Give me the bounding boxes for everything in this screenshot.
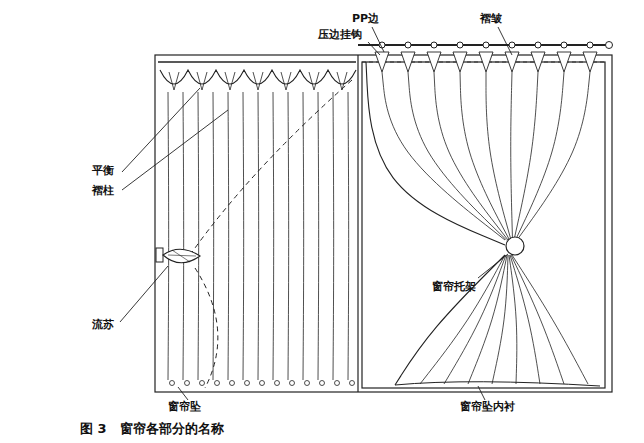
part-label: 平衡	[92, 164, 114, 177]
curtain-weight	[260, 381, 265, 386]
drape-dashed-line	[190, 80, 352, 388]
leader-line	[178, 387, 188, 400]
tassel	[163, 249, 200, 263]
curtain-edge	[366, 62, 505, 245]
curtain-fold	[198, 92, 200, 380]
pinch-pleat	[453, 52, 467, 72]
curtain-weight	[215, 381, 220, 386]
frame-divider	[357, 55, 358, 392]
curtain-weight	[320, 381, 325, 386]
curtain-ring	[587, 42, 593, 48]
curtain-fold	[512, 255, 588, 384]
tassel-holder	[156, 248, 163, 262]
curtain-fold	[288, 92, 290, 380]
curtain-weight	[275, 381, 280, 386]
tieback-holder	[506, 237, 524, 255]
curtain-fold	[382, 72, 505, 240]
curtain-rod	[158, 61, 356, 63]
curtain-fold	[243, 92, 245, 380]
leader-line	[122, 110, 228, 190]
curtain-fold	[348, 92, 350, 380]
pinch-pleat	[505, 52, 519, 72]
curtain-fold	[516, 72, 565, 240]
curtain-fold	[183, 92, 185, 380]
pleat-mark	[309, 72, 319, 90]
part-label: 窗帘托架	[432, 280, 476, 293]
curtain-weight	[245, 381, 250, 386]
curtain-weight	[185, 381, 190, 386]
part-label: PP边	[352, 12, 379, 25]
curtain-weight	[350, 381, 355, 386]
pleat-mark	[337, 72, 347, 90]
pinch-pleat	[375, 52, 389, 72]
curtain-fold	[333, 92, 335, 380]
pinch-pleat	[531, 52, 545, 72]
curtain-ring	[535, 42, 541, 48]
part-label: 窗帘坠内衬	[460, 400, 515, 413]
curtain-weight	[305, 381, 310, 386]
curtain-ring	[483, 42, 489, 48]
leader-line	[478, 386, 485, 400]
curtain-fold	[517, 72, 590, 240]
part-label: 褶皱	[480, 12, 502, 25]
curtain-fold	[486, 72, 511, 240]
curtain-weight	[170, 381, 175, 386]
rod-finial	[606, 42, 613, 49]
curtain-fold	[408, 72, 507, 240]
curtain-hem	[395, 382, 600, 386]
valance-scallop	[160, 70, 356, 84]
curtain-fold	[318, 92, 320, 380]
pleat-mark	[225, 72, 235, 90]
curtain-fold	[511, 255, 564, 384]
curtain-fold	[514, 72, 538, 240]
pleat-mark	[197, 72, 207, 90]
part-label: 窗帘坠	[168, 400, 201, 413]
curtain-weight	[230, 381, 235, 386]
leader-line	[478, 254, 508, 278]
curtain-fold	[460, 72, 510, 240]
curtain-fold	[258, 92, 260, 380]
part-label: 流苏	[92, 318, 114, 331]
leader-line	[368, 42, 380, 55]
curtain-fold	[168, 92, 170, 380]
pleat-mark	[253, 72, 263, 90]
curtain-ring	[405, 42, 411, 48]
curtain-fold	[228, 92, 230, 380]
pinch-pleat	[479, 52, 493, 72]
curtain-weight	[335, 381, 340, 386]
pinch-pleat	[583, 52, 597, 72]
pinch-pleat	[427, 52, 441, 72]
curtain-ring	[509, 42, 515, 48]
curtain-ring	[561, 42, 567, 48]
figure-caption: 图 3 窗帘各部分的名称	[80, 420, 224, 438]
curtain-ring	[457, 42, 463, 48]
curtain-weight	[200, 381, 205, 386]
curtain-fold	[303, 92, 305, 380]
leader-line	[498, 27, 512, 55]
curtain-fold	[492, 255, 508, 384]
window-inner	[362, 62, 605, 388]
curtain-fold	[468, 255, 507, 384]
curtain-edge	[395, 255, 505, 385]
part-label: 压边挂钩	[318, 28, 362, 41]
tassel-detail	[168, 250, 196, 262]
curtain-fold	[213, 92, 215, 380]
curtain-fold	[511, 72, 513, 240]
curtain-rod	[358, 44, 606, 46]
pinch-pleat	[401, 52, 415, 72]
pleat-mark	[281, 72, 291, 90]
curtain-fold	[273, 92, 275, 380]
curtain-fold	[444, 255, 506, 384]
pinch-pleat	[557, 52, 571, 72]
window-frame	[155, 55, 612, 392]
part-label: 褶柱	[92, 184, 114, 197]
curtain-ring	[431, 42, 437, 48]
pleat-mark	[169, 72, 179, 90]
leader-line	[122, 88, 200, 172]
curtain-fold	[510, 255, 540, 384]
curtain-weight	[290, 381, 295, 386]
leader-line	[120, 266, 168, 322]
